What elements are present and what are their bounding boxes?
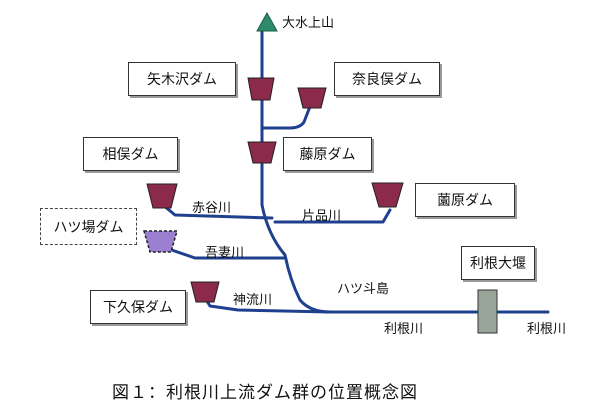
figure-caption: 図１：利根川上流ダム群の位置概念図 (112, 383, 418, 403)
fujiwara-dam-box: 藤原ダム (283, 137, 372, 171)
naramata-branch (260, 102, 313, 130)
fujiwara-dam-label: 藤原ダム (299, 147, 356, 163)
dam-shimokubo (190, 281, 220, 303)
naramata-dam-box: 奈良俣ダム (334, 62, 440, 96)
source-label: 大水上山 (282, 16, 335, 31)
yattsuba-dam-box: ハツ場ダム (40, 208, 137, 245)
dam-naramata (297, 87, 327, 109)
yattsuba-dam-label: ハツ場ダム (53, 219, 124, 236)
sonohara-dam-label: 薗原ダム (437, 193, 493, 209)
agatsuma-river-label: 吾妻川 (205, 246, 245, 261)
katashina-river (273, 208, 392, 224)
dam-aimata (146, 183, 178, 209)
aimata-dam-box: 相俣ダム (83, 137, 178, 171)
source-marker (256, 11, 278, 32)
kanna-river-label: 神流川 (233, 293, 273, 308)
shimokubo-dam-box: 下久保ダム (90, 290, 186, 324)
dam-fujiwara (247, 141, 277, 164)
katashina-river-label: 片品川 (302, 209, 342, 224)
dam-sonohara (371, 182, 404, 208)
tone-river-label-right: 利根川 (527, 322, 567, 337)
dam-yagisawa (247, 77, 275, 101)
tone-main-mid (260, 128, 550, 314)
dam-yattsuba (143, 230, 178, 253)
yattojima-label: ハツ斗島 (337, 282, 390, 297)
tone-weir (477, 289, 498, 334)
yagisawa-dam-box: 矢木沢ダム (128, 62, 236, 96)
akaya-river-label: 赤谷川 (192, 201, 232, 216)
naramata-dam-label: 奈良俣ダム (352, 72, 422, 88)
tone-river-label: 利根川 (384, 322, 424, 337)
tone-weir-box: 利根大堰 (461, 246, 535, 280)
yagisawa-dam-label: 矢木沢ダム (147, 72, 217, 88)
tone-weir-label: 利根大堰 (470, 256, 526, 272)
aimata-dam-label: 相俣ダム (102, 147, 159, 163)
shimokubo-dam-label: 下久保ダム (103, 300, 173, 316)
sonohara-dam-box: 薗原ダム (415, 183, 515, 217)
